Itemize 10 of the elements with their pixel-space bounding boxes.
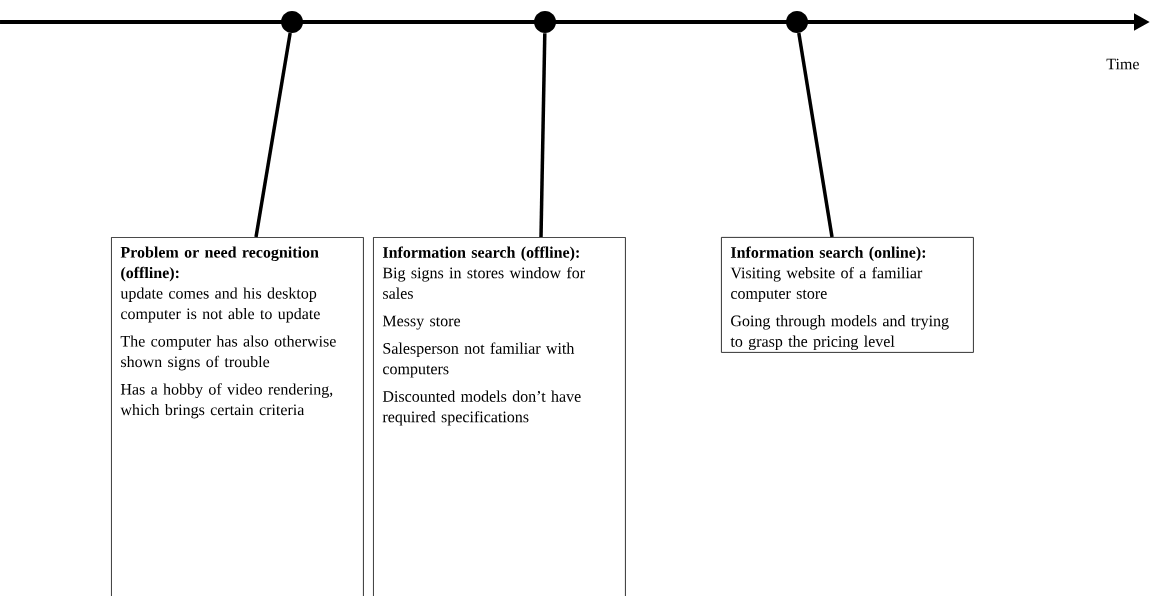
connector-line — [539, 33, 547, 237]
connector-line — [797, 32, 834, 238]
stage-box: Information search (offline): Big signs in stores window for sales Messy store Salesperson not familiar with computers Discounted models don’t have required specifications — [373, 237, 626, 596]
stage-box: Problem or need recognition (offline): update comes and his desktop computer is not able to update The computer has also otherwise shown signs of trouble Has a hobby of video rendering, which brings certain criteria — [111, 237, 364, 596]
stage-box: Information search (online): Visiting website of a familiar computer store Going through models and trying to grasp the pricing level — [721, 237, 974, 353]
timeline-dot — [281, 11, 303, 33]
timeline-dot — [786, 11, 808, 33]
timeline-dot — [534, 11, 556, 33]
connector-line — [254, 32, 292, 238]
axis-label: Time — [1106, 58, 1139, 70]
